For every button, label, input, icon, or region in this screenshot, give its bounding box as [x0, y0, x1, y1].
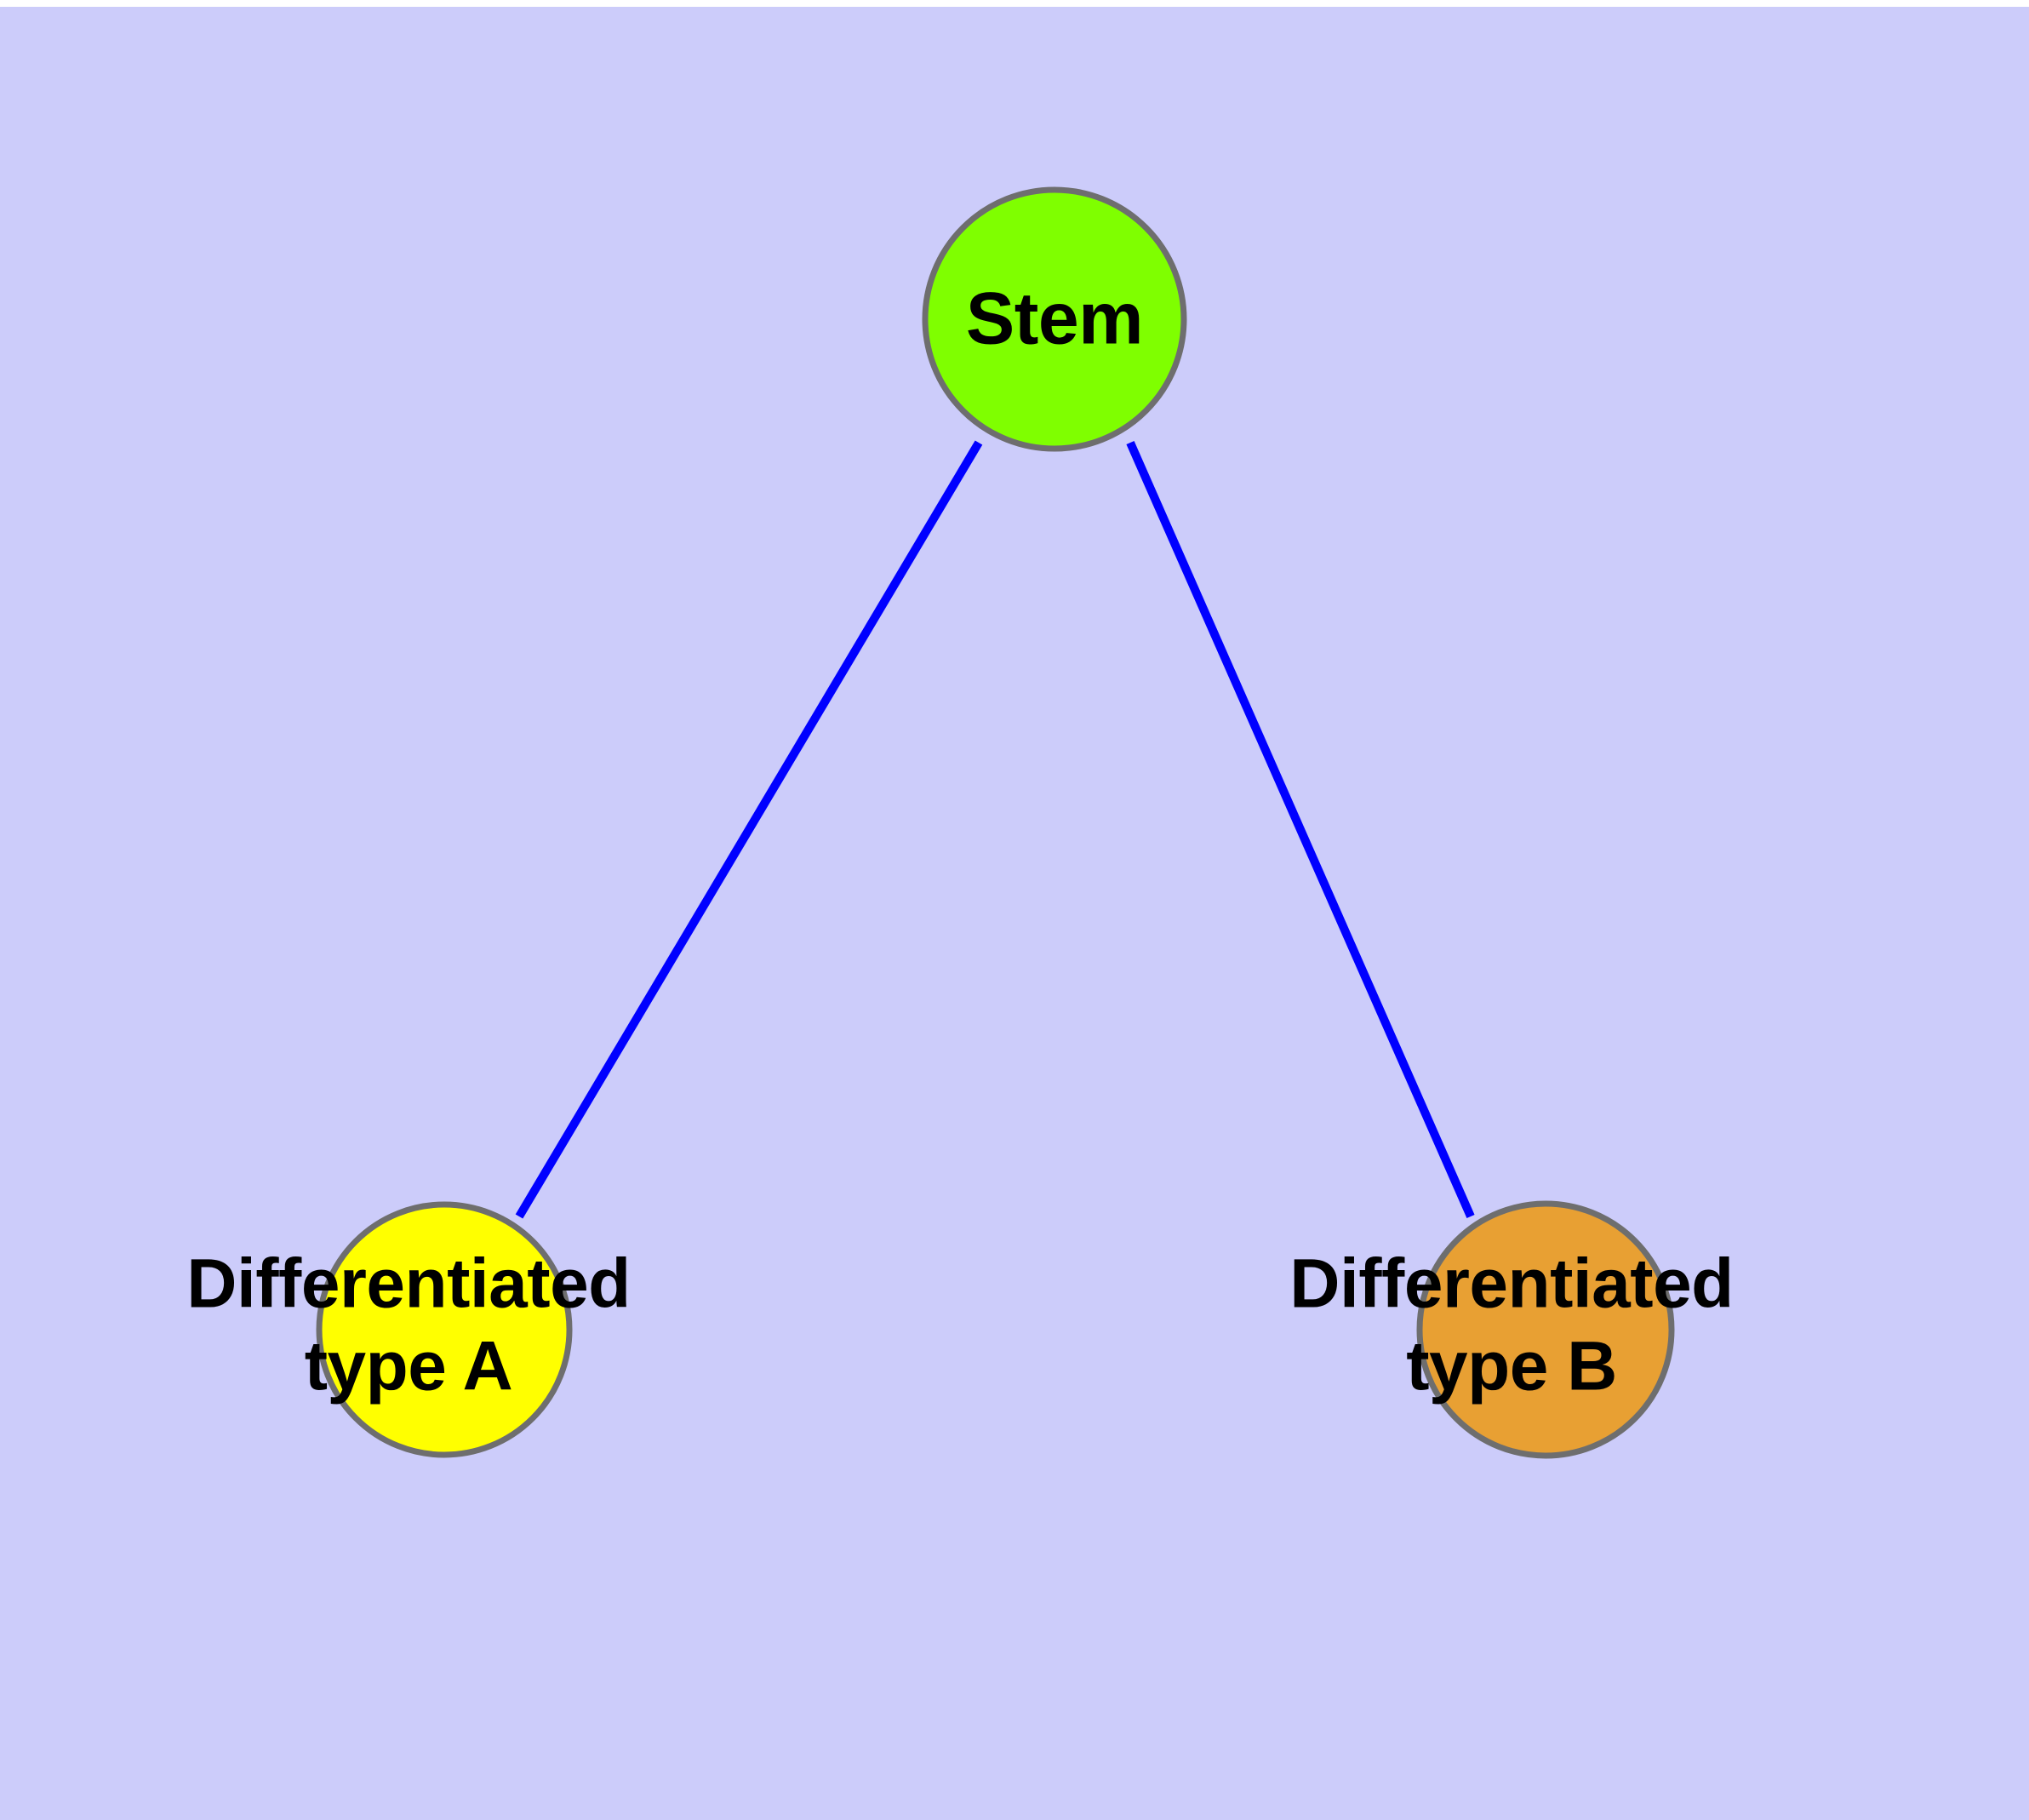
edge-layer — [515, 440, 1475, 1219]
node-layer — [316, 186, 1675, 1459]
edge-stem-to-differentiated-type-b[interactable] — [1126, 440, 1475, 1219]
edge-stem-to-differentiated-type-a[interactable] — [515, 440, 983, 1219]
node-differentiated-type-b[interactable] — [1416, 1200, 1675, 1459]
node-differentiated-type-a[interactable] — [316, 1201, 573, 1458]
node-stem[interactable] — [922, 186, 1187, 452]
